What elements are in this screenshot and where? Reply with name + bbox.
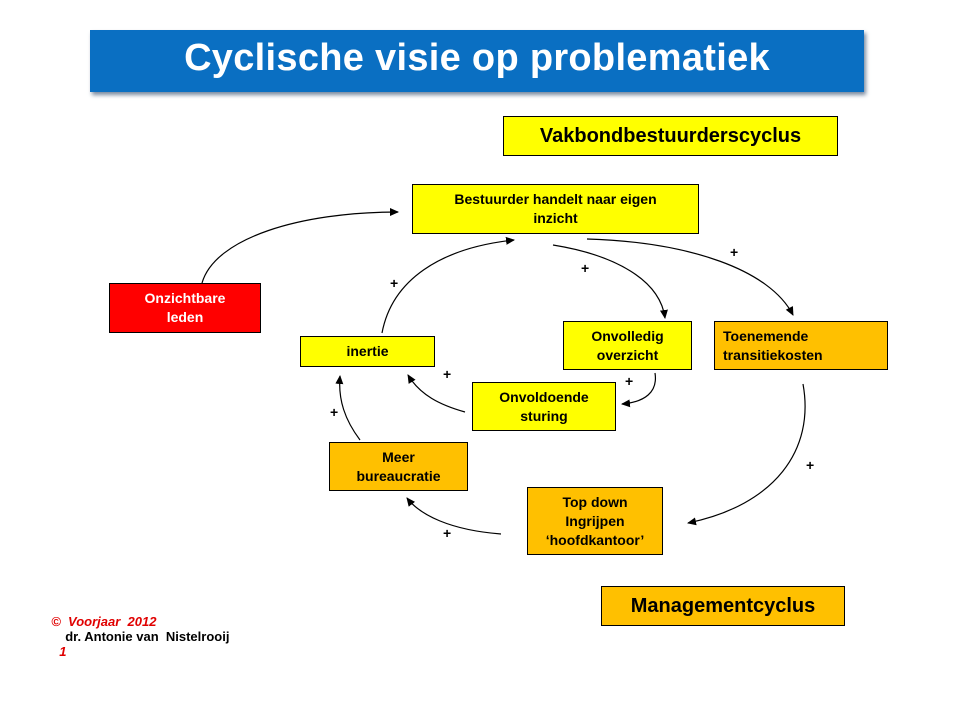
arrow-inertie-to-bestuurder xyxy=(381,236,515,334)
arrow-topdown-to-meer xyxy=(406,497,502,535)
plus-sign: + xyxy=(330,404,339,420)
arrow-toenemende-to-topdown xyxy=(687,383,806,526)
plus-sign: + xyxy=(730,244,739,260)
box-onvoldoende-sturing: Onvoldoende sturing xyxy=(472,382,616,431)
page-title: Cyclische visie op problematiek xyxy=(184,37,770,79)
arrow-bestuurder-to-onvolledig xyxy=(552,244,668,319)
footer-copyright: © Voorjaar 2012 xyxy=(51,614,157,629)
box-inertie-text: inertie xyxy=(346,343,389,359)
box-inertie: inertie xyxy=(300,336,435,367)
box-topdown-line-2: Ingrijpen xyxy=(565,512,625,529)
box-onvolledig-line-1: Onvolledig xyxy=(591,327,664,344)
plus-sign: + xyxy=(443,525,452,541)
box-toenemende-line-2: transitiekosten xyxy=(723,346,823,363)
box-topdown-line-1: Top down xyxy=(562,493,628,510)
box-onzichtbare-leden: Onzichtbare leden xyxy=(109,283,261,333)
box-onzichtbare-line-2: leden xyxy=(166,309,204,325)
box-meer-line-1: Meer xyxy=(382,448,415,465)
footer-author: dr. Antonie van Nistelrooij xyxy=(65,629,230,644)
plus-sign: + xyxy=(443,366,452,382)
arrow-onvoldoende-to-inertie xyxy=(407,374,466,413)
box-onzichtbare-line-1: Onzichtbare xyxy=(144,290,226,306)
footer-page-number: 1 xyxy=(59,644,67,659)
plus-sign: + xyxy=(806,457,815,473)
plus-sign: + xyxy=(625,373,634,389)
arrow-onzichtbare-to-bestuurder xyxy=(201,208,399,284)
box-topdown-line-3: ‘hoofdkantoor’ xyxy=(545,531,645,548)
box-toenemende-line-1: Toenemende xyxy=(723,327,809,344)
box-bestuurder-line-1: Bestuurder handelt naar eigen xyxy=(454,191,657,207)
box-top-down-ingrijpen: Top down Ingrijpen ‘hoofdkantoor’ xyxy=(527,487,663,555)
management-cycle-label: Managementcyclus xyxy=(601,586,845,626)
plus-sign: + xyxy=(581,260,590,276)
box-onvolledig-line-2: overzicht xyxy=(596,346,659,363)
box-meer-bureaucratie: Meer bureaucratie xyxy=(329,442,468,491)
arrow-meer-to-inertie xyxy=(335,375,361,441)
box-meer-line-2: bureaucratie xyxy=(356,467,441,484)
arrow-bestuurder-to-toenemende xyxy=(586,238,794,316)
box-onvolledig-overzicht: Onvolledig overzicht xyxy=(563,321,692,370)
plus-sign: + xyxy=(390,275,399,291)
box-onvoldoende-line-2: sturing xyxy=(520,407,568,424)
vakbond-cycle-label-text: Vakbondbestuurderscyclus xyxy=(539,124,802,147)
box-bestuurder-line-2: inzicht xyxy=(533,210,578,226)
title-bar: Cyclische visie op problematiek xyxy=(90,30,864,92)
box-onvoldoende-line-1: Onvoldoende xyxy=(499,388,589,405)
vakbond-cycle-label: Vakbondbestuurderscyclus xyxy=(503,116,838,156)
footer: © Voorjaar 2012 dr. Antonie van Nistelro… xyxy=(44,599,229,659)
box-toenemende-transitiekosten: Toenemende transitiekosten xyxy=(714,321,888,370)
arrow-onvolledig-to-onvoldoende xyxy=(621,372,656,408)
management-cycle-label-text: Managementcyclus xyxy=(630,594,816,617)
box-bestuurder-handelt: Bestuurder handelt naar eigen inzicht xyxy=(412,184,699,234)
